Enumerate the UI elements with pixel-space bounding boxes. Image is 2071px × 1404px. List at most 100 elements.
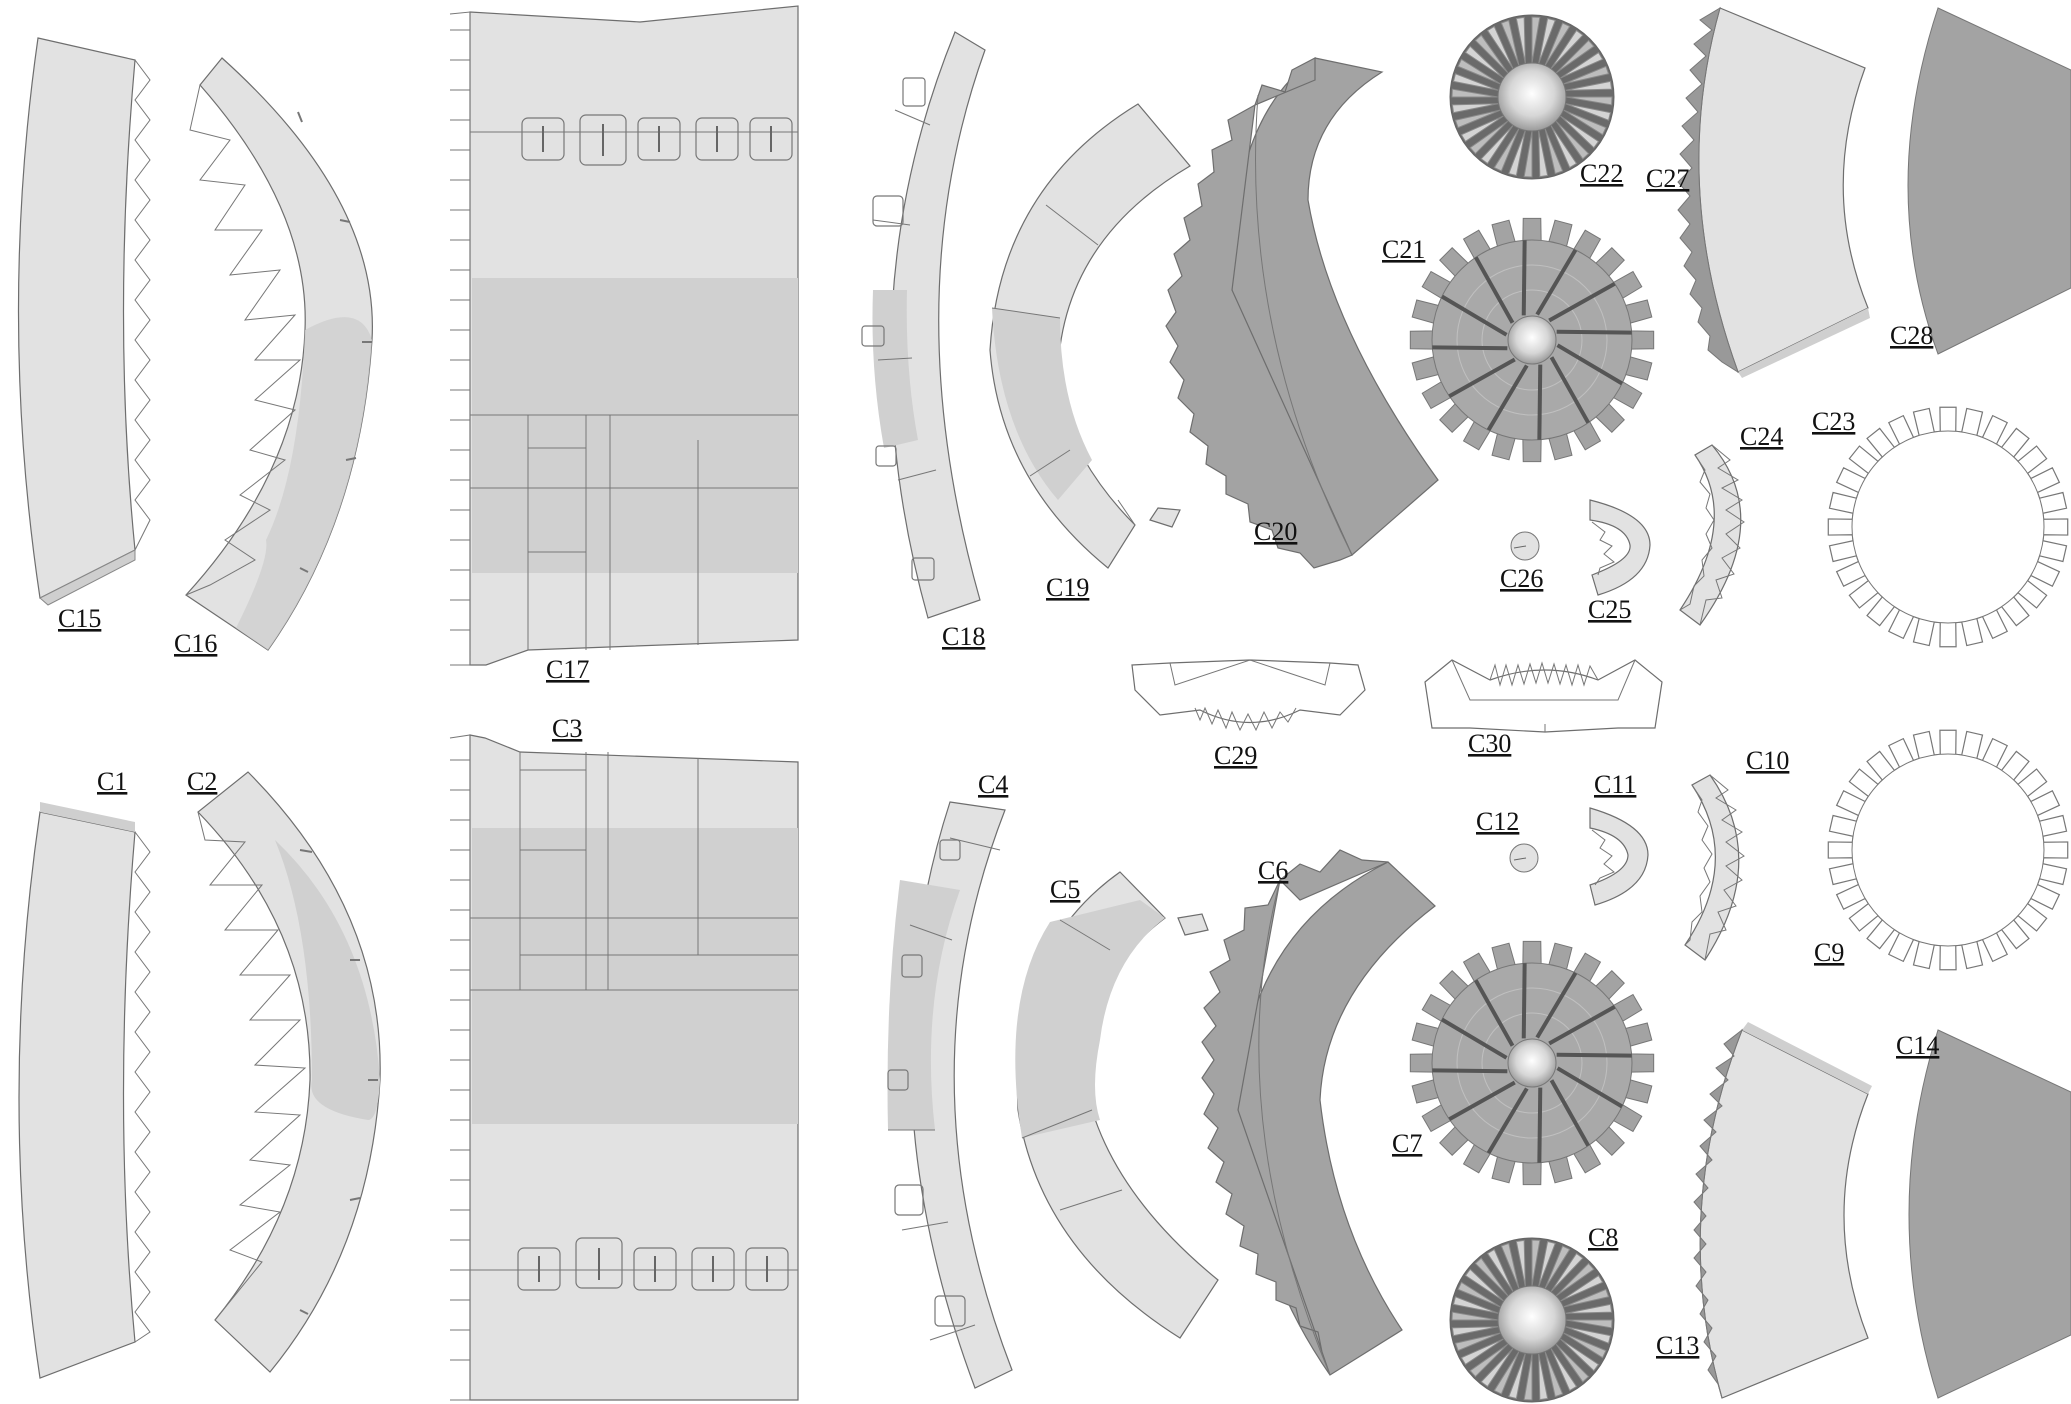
part-c16 [185,57,373,651]
label-c25: C25 [1588,595,1631,624]
spoke [1549,1079,1590,1147]
part-c5 [1015,871,1219,1339]
label-c28: C28 [1890,321,1933,350]
spoke [1556,1066,1624,1109]
fan-blade [1538,1240,1556,1287]
fan-blade [1451,1311,1499,1321]
part-c6 [1201,849,1436,1376]
fan-blade [1555,39,1595,74]
label-c12: C12 [1476,807,1519,836]
fan-blade [1454,109,1501,129]
label-c6: C6 [1258,856,1288,885]
spoke [1535,971,1578,1039]
part-c17 [449,5,799,666]
fan-blade [1474,1257,1509,1297]
fan-blade [1515,1239,1526,1287]
fan-blade [1500,1242,1520,1289]
label-c4: C4 [978,770,1008,799]
fan-blade [1523,1353,1533,1401]
fan-blade [1480,1347,1514,1388]
part-c23 [1827,406,2069,648]
label-c26: C26 [1500,564,1543,593]
fan-blade [1469,120,1509,155]
label-c8: C8 [1588,1223,1618,1252]
part-c21 [1409,217,1655,463]
label-c17: C17 [546,655,589,684]
ring-inner [1851,430,2045,624]
part-c13 [1693,1022,1872,1399]
fan-blade [1550,1252,1584,1293]
spoke [1432,345,1508,351]
part-c14 [1908,1029,2071,1399]
label-c13: C13 [1656,1331,1699,1360]
part-c27 [1677,6,1870,378]
fan-blade [1563,109,1607,136]
fan-blade [1531,16,1541,64]
label-c23: C23 [1812,407,1855,436]
fan-blade [1555,1343,1590,1383]
label-c7: C7 [1392,1129,1422,1158]
label-c29: C29 [1214,741,1257,770]
fan-blade [1555,1262,1595,1297]
fan-blade [1460,115,1505,143]
fan-blade [1544,22,1571,66]
fan-blade [1486,1248,1514,1293]
fan-blade [1550,1347,1578,1392]
fan-blade [1457,58,1501,85]
fan-blade [1538,17,1556,64]
part-c9 [1827,729,2069,971]
fan-blade [1544,128,1564,175]
label-c18: C18 [942,622,985,651]
fan-blade [1538,130,1549,178]
spoke [1548,282,1616,323]
label-c27: C27 [1646,164,1689,193]
fan-blade [1493,128,1520,172]
spoke [1474,979,1515,1047]
label-c19: C19 [1046,573,1089,602]
spoke [1521,963,1527,1039]
fan-blade [1474,34,1509,74]
spoke [1486,364,1529,432]
part-c7 [1409,940,1655,1186]
fan-blade [1555,120,1590,160]
part-c22 [1449,14,1615,180]
part-c1 [18,802,151,1379]
fan-blade [1565,80,1613,91]
part-c8 [1449,1237,1615,1403]
fan-blade [1563,65,1610,85]
fan-blade [1550,124,1578,169]
spoke [1440,1017,1508,1060]
fan-blade [1493,1351,1520,1395]
label-c15: C15 [58,604,101,633]
label-c10: C10 [1746,746,1789,775]
fan-blade [1544,1245,1571,1289]
spoke [1549,356,1590,424]
fan-blade [1451,103,1499,114]
fan-blade [1460,1338,1505,1366]
spoke [1432,1068,1508,1074]
fan-blade [1500,19,1520,66]
fan-blade [1508,1353,1526,1400]
fan-blade [1469,1343,1509,1378]
fan-blade [1559,1274,1604,1302]
label-c21: C21 [1382,235,1425,264]
spoke [1535,248,1578,316]
fan-blade [1565,1326,1612,1344]
part-c19 [989,103,1191,569]
spoke [1556,343,1624,386]
part-c30 [1424,659,1663,733]
spoke [1556,1052,1632,1058]
label-c22: C22 [1580,159,1623,188]
part-c28 [1907,7,2071,355]
label-c1: C1 [97,767,127,796]
fan-blade [1464,1268,1505,1302]
fan-blade [1563,1332,1607,1359]
spoke [1448,357,1516,398]
part-c11 [1589,807,1649,906]
spoke [1486,1087,1529,1155]
label-c14: C14 [1896,1031,1939,1060]
fan-blade [1451,1326,1499,1337]
fan-blade [1464,45,1505,79]
fan-blade [1538,1353,1549,1401]
